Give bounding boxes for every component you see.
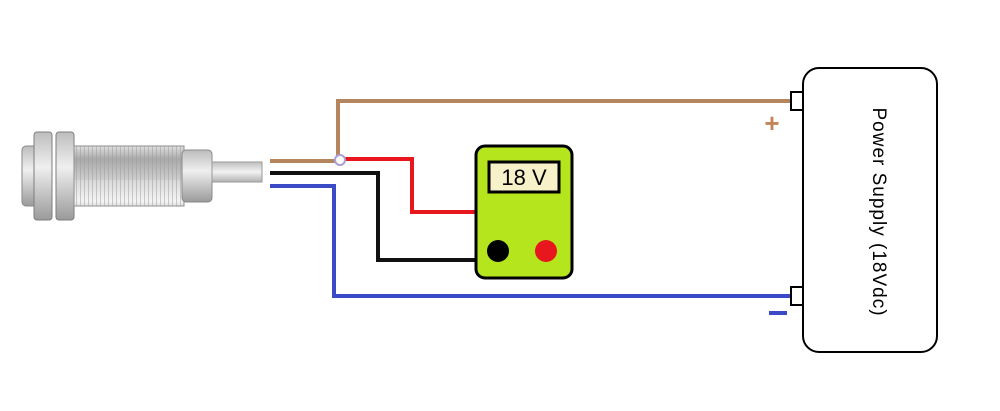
negative-sign-bar xyxy=(769,311,787,315)
positive-terminal xyxy=(790,91,804,111)
multimeter: 18 V xyxy=(474,144,574,280)
meter-reading: 18 V xyxy=(501,165,547,190)
wires xyxy=(270,99,793,298)
junction-node xyxy=(334,154,346,166)
sensor-nut-front xyxy=(33,131,53,221)
sensor-threaded-body xyxy=(73,145,185,207)
sensor-nut-rear xyxy=(55,131,75,221)
proximity-sensor xyxy=(21,131,263,221)
wire-brown xyxy=(270,99,793,163)
negative-sign: − xyxy=(778,319,779,321)
sensor-cable xyxy=(211,161,263,183)
meter-com-jack xyxy=(487,240,509,262)
multimeter-display xyxy=(487,160,561,194)
power-supply: Power Supply (18Vdc) + − xyxy=(764,67,938,353)
sensor-end-cap xyxy=(181,149,213,203)
negative-terminal xyxy=(790,286,804,306)
power-supply-label: Power Supply (18Vdc) xyxy=(868,107,889,316)
wire-blue xyxy=(270,184,793,298)
wire-black xyxy=(270,171,498,262)
meter-v-jack xyxy=(535,240,557,262)
positive-sign: + xyxy=(764,108,779,138)
power-supply-box xyxy=(802,67,938,353)
